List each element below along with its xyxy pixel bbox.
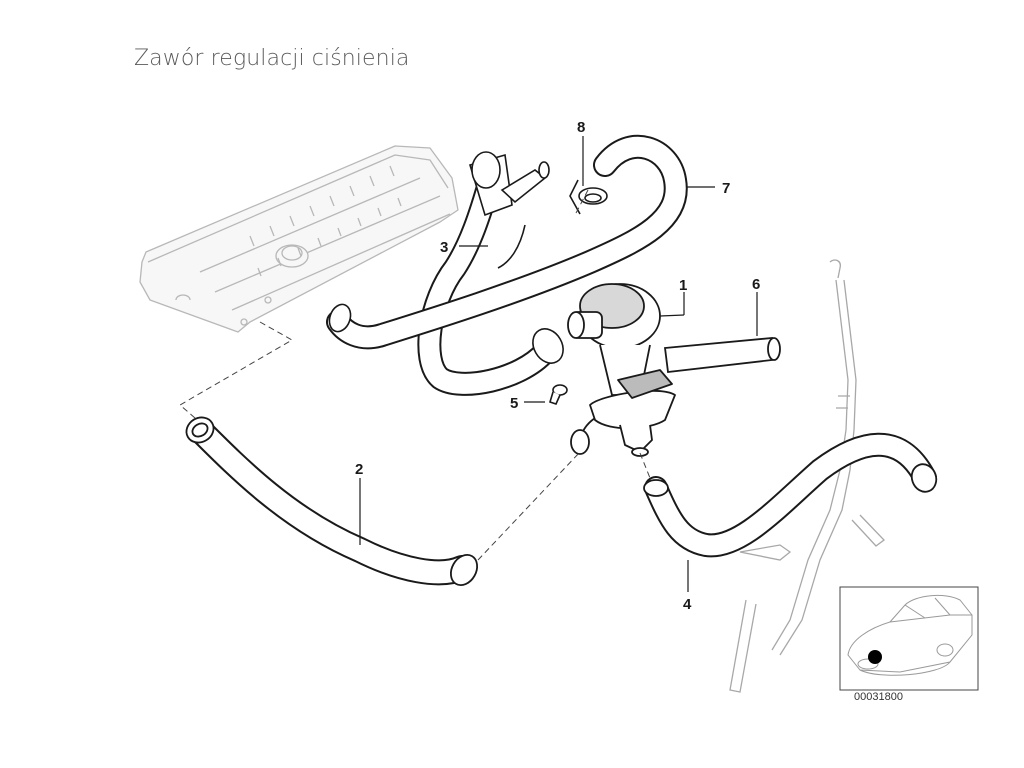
car-outline — [847, 594, 973, 676]
hose-7 — [326, 134, 688, 350]
hose-3-connector — [469, 151, 550, 269]
clamp-8 — [569, 179, 608, 215]
leader-lines — [359, 136, 758, 592]
callout-1: 1 — [679, 277, 687, 294]
page-title: Zawór regulacji ciśnienia — [134, 46, 410, 71]
callout-8: 8 — [577, 119, 585, 136]
callout-5: 5 — [510, 395, 518, 412]
connection-lines — [179, 189, 651, 561]
dipstick-tube — [729, 259, 885, 693]
hose-4 — [644, 432, 937, 558]
callout-4: 4 — [683, 596, 692, 613]
callout-7: 7 — [722, 180, 730, 197]
catalog-number: 00031800 — [854, 691, 903, 703]
vehicle-location-inset — [839, 586, 979, 691]
pressure-control-valve — [567, 283, 676, 457]
screw-5 — [549, 384, 568, 405]
callout-2: 2 — [355, 461, 363, 478]
cylinder-head-cover — [139, 145, 459, 333]
callout-3: 3 — [440, 239, 448, 256]
hose-2 — [187, 417, 475, 586]
location-marker-icon — [868, 650, 882, 664]
hose-6 — [663, 337, 781, 373]
hose-3 — [417, 168, 557, 396]
callout-6: 6 — [752, 276, 760, 293]
